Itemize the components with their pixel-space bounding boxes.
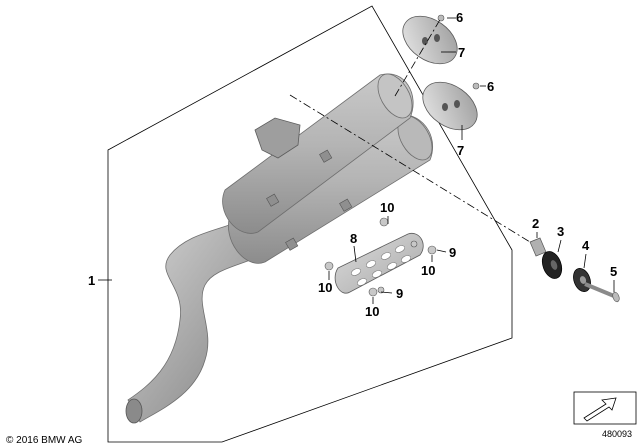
callout-7-upper: 7 — [458, 45, 465, 60]
assembly-axis — [289, 94, 531, 243]
leader-lines — [98, 17, 615, 304]
callout-10-b: 10 — [318, 280, 332, 295]
heat-shield — [334, 232, 424, 294]
callout-7-lower: 7 — [457, 143, 464, 158]
reference-box — [573, 391, 637, 425]
mounting-bracket — [254, 117, 301, 159]
bolt — [584, 282, 620, 303]
callout-6-lower: 6 — [487, 79, 494, 94]
callout-3: 3 — [557, 224, 564, 239]
callout-10-a: 10 — [380, 200, 394, 215]
reference-number: 480093 — [602, 429, 632, 439]
callout-9-b: 9 — [396, 286, 403, 301]
arrow-icon — [583, 397, 617, 422]
washers — [324, 217, 437, 297]
screw-lower — [472, 82, 480, 90]
callout-9-a: 9 — [449, 245, 456, 260]
callout-10-d: 10 — [365, 304, 379, 319]
copyright-text: © 2016 BMW AG — [6, 435, 83, 446]
end-cap-lower — [422, 81, 478, 131]
canister-clips — [266, 149, 353, 251]
callout-2: 2 — [532, 216, 539, 231]
assembly-frame — [107, 5, 513, 443]
assembly-axis-2 — [394, 17, 442, 97]
callout-4: 4 — [582, 238, 590, 253]
callout-5: 5 — [610, 264, 617, 279]
callout-1: 1 — [88, 273, 95, 288]
rubber-grommet — [541, 251, 563, 279]
screw-upper — [437, 14, 445, 22]
callout-10-c: 10 — [421, 263, 435, 278]
callout-6-upper: 6 — [456, 10, 463, 25]
sleeve — [529, 237, 547, 257]
callout-8: 8 — [350, 231, 357, 246]
washer-large — [573, 268, 591, 292]
